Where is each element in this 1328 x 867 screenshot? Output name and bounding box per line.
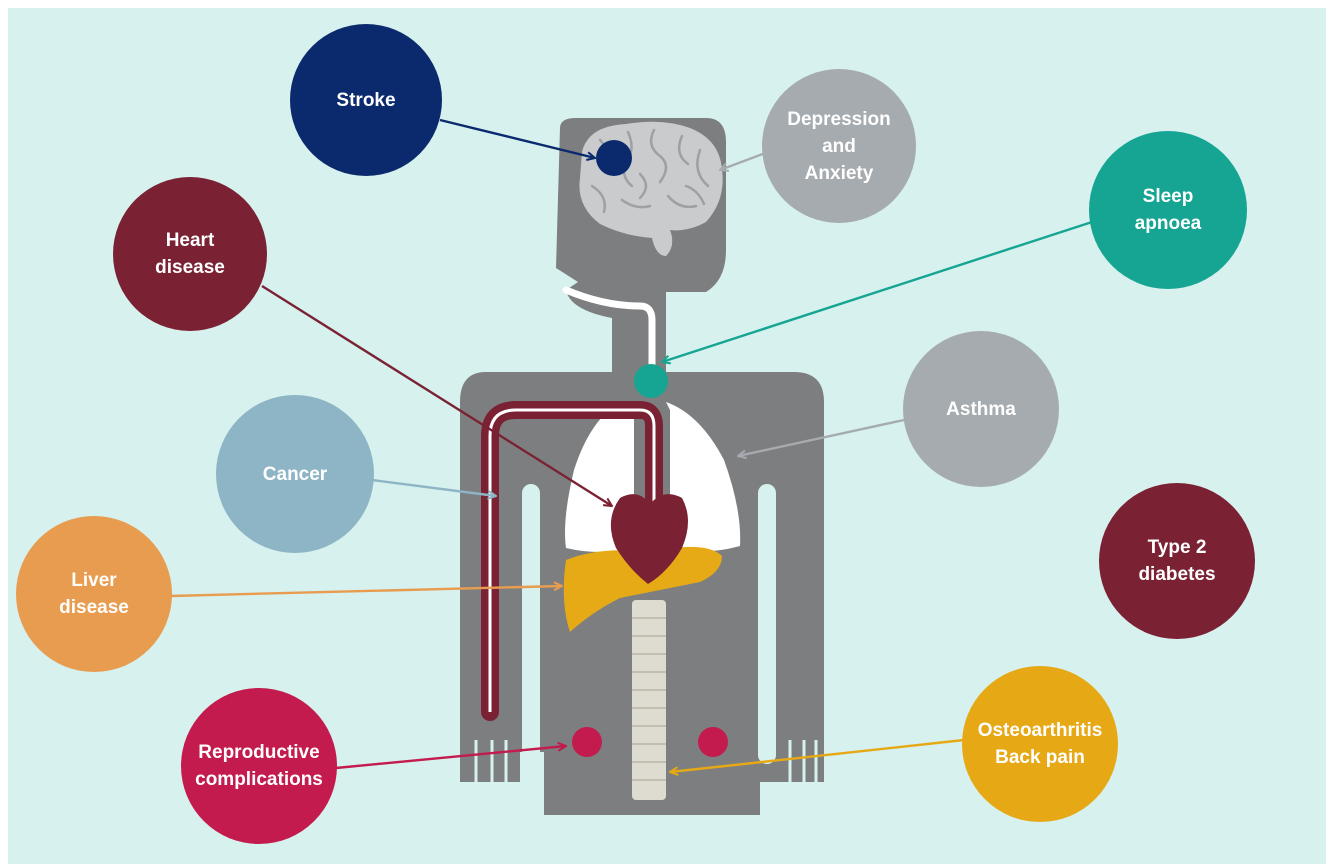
heart-disease-bubble: Heart disease [113, 177, 267, 331]
liver-disease-bubble: Liver disease [16, 516, 172, 672]
osteoarthritis-back-pain-bubble: Osteoarthritis Back pain [962, 666, 1118, 822]
asthma-bubble: Asthma [903, 331, 1059, 487]
reproductive-organ-right [698, 727, 728, 757]
reproductive-complications-label: Reproductive complications [195, 739, 323, 793]
heart-disease-label: Heart disease [155, 227, 225, 281]
cancer-bubble: Cancer [216, 395, 374, 553]
asthma-label: Asthma [946, 396, 1016, 423]
reproductive-complications-bubble: Reproductive complications [181, 688, 337, 844]
depression-anxiety-label: Depression and Anxiety [787, 106, 890, 187]
sleep-apnoea-bubble: Sleep apnoea [1089, 131, 1247, 289]
liver-disease-label: Liver disease [59, 567, 129, 621]
throat-node [634, 364, 668, 398]
cancer-label: Cancer [263, 461, 327, 488]
depression-anxiety-bubble: Depression and Anxiety [762, 69, 916, 223]
spine [632, 600, 666, 800]
reproductive-organ-left [572, 727, 602, 757]
osteoarthritis-back-pain-label: Osteoarthritis Back pain [978, 717, 1103, 771]
type-2-diabetes-label: Type 2 diabetes [1138, 534, 1215, 588]
brain-stroke-node [596, 140, 632, 176]
sleep-apnoea-label: Sleep apnoea [1135, 183, 1202, 237]
type-2-diabetes-bubble: Type 2 diabetes [1099, 483, 1255, 639]
stroke-bubble: Stroke [290, 24, 442, 176]
depression-arrow [720, 152, 768, 170]
sleep-apnoea-arrow [662, 222, 1092, 362]
stroke-label: Stroke [336, 87, 395, 114]
